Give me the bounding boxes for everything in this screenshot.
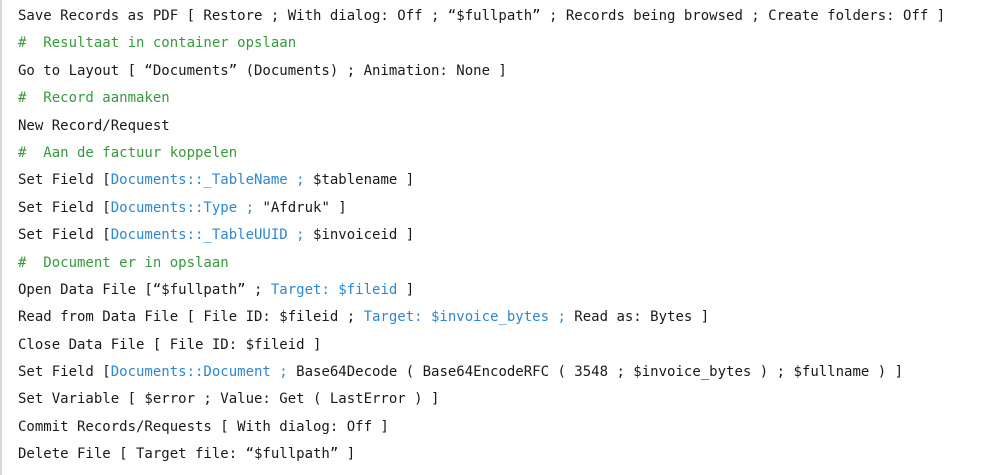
script-text-token: Delete File [ Target file: “$fullpath” ] bbox=[18, 446, 356, 463]
script-line[interactable]: Delete File [ Target file: “$fullpath” ] bbox=[18, 441, 1000, 468]
script-text-token: $tablename ] bbox=[304, 172, 415, 189]
comment-token: # Document er in opslaan bbox=[18, 254, 229, 271]
script-text-token: Close Data File [ File ID: $fileid ] bbox=[18, 336, 322, 353]
script-text-token: Save Records as PDF [ Restore ; With dia… bbox=[18, 8, 946, 24]
script-line[interactable]: Commit Records/Requests [ With dialog: O… bbox=[18, 414, 1000, 441]
script-text-token: Read as: Bytes ] bbox=[565, 309, 710, 326]
field-token: Documents::Document ; bbox=[110, 364, 288, 381]
script-line[interactable]: New Record/Request bbox=[18, 113, 1000, 140]
script-text-token: Set Field [ bbox=[18, 364, 111, 381]
script-text-token: Read from Data File [ File ID: $fileid ; bbox=[18, 309, 364, 326]
script-line[interactable]: Save Records as PDF [ Restore ; With dia… bbox=[18, 3, 1000, 30]
script-text-token: ] bbox=[397, 281, 415, 298]
field-token: Target: $fileid bbox=[270, 281, 398, 298]
script-line[interactable]: Read from Data File [ File ID: $fileid ;… bbox=[18, 304, 1000, 331]
script-text-token: Go to Layout [ “Documents” (Documents) ;… bbox=[18, 62, 507, 79]
script-line[interactable]: # Record aanmaken bbox=[18, 85, 1000, 112]
script-text-token: Open Data File [“$fullpath” ; bbox=[18, 281, 271, 298]
script-line[interactable]: Open Data File [“$fullpath” ; Target: $f… bbox=[18, 277, 1000, 304]
script-text-token: New Record/Request bbox=[18, 117, 170, 134]
script-text-token: "Afdruk" ] bbox=[254, 199, 347, 216]
script-text-token: Set Variable [ $error ; Value: Get ( Las… bbox=[18, 391, 440, 408]
script-text-token: Base64Decode ( Base64EncodeRFC ( 3548 ; … bbox=[287, 364, 904, 381]
script-text-token: Set Field [ bbox=[18, 172, 111, 189]
script-line[interactable]: Set Field [Documents::Type ; "Afdruk" ] bbox=[18, 195, 1000, 222]
script-line[interactable]: Set Field [Documents::Document ; Base64D… bbox=[18, 359, 1000, 386]
comment-token: # Aan de factuur koppelen bbox=[18, 144, 238, 161]
script-line[interactable]: # Document er in opslaan bbox=[18, 250, 1000, 277]
script-line[interactable]: Set Variable [ $error ; Value: Get ( Las… bbox=[18, 386, 1000, 413]
field-token: Target: $invoice_bytes ; bbox=[363, 309, 566, 326]
script-line[interactable]: Set Field [Documents::_TableName ; $tabl… bbox=[18, 167, 1000, 194]
script-line[interactable]: Set Field [Documents::_TableUUID ; $invo… bbox=[18, 222, 1000, 249]
script-line[interactable]: # Resultaat in container opslaan bbox=[18, 30, 1000, 57]
field-token: Documents::_TableUUID ; bbox=[110, 227, 305, 244]
script-line[interactable]: # Aan de factuur koppelen bbox=[18, 140, 1000, 167]
comment-token: # Resultaat in container opslaan bbox=[18, 35, 297, 52]
script-text-token: Set Field [ bbox=[18, 199, 111, 216]
script-text-token: Set Field [ bbox=[18, 227, 111, 244]
script-line[interactable]: Close Data File [ File ID: $fileid ] bbox=[18, 332, 1000, 359]
field-token: Documents::Type ; bbox=[110, 199, 255, 216]
script-line[interactable]: Go to Layout [ “Documents” (Documents) ;… bbox=[18, 58, 1000, 85]
script-text-token: $invoiceid ] bbox=[304, 227, 415, 244]
script-lines[interactable]: Save Records as PDF [ Restore ; With dia… bbox=[2, 3, 1000, 475]
script-text-token: Commit Records/Requests [ With dialog: O… bbox=[18, 418, 389, 435]
comment-token: # Record aanmaken bbox=[18, 90, 170, 107]
field-token: Documents::_TableName ; bbox=[110, 172, 305, 189]
